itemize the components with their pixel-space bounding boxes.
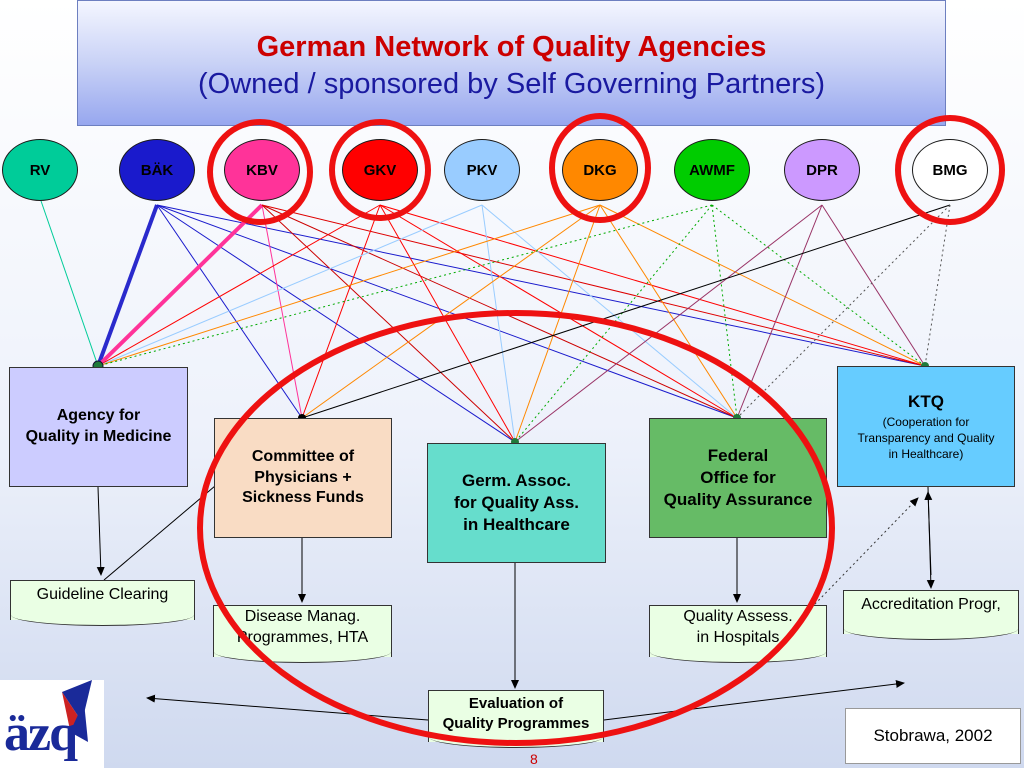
agency-committee: Committee of Physicians + Sickness Funds	[214, 418, 392, 538]
arrow-aezq-guideline	[96, 486, 105, 576]
partner-label: GKV	[363, 161, 397, 179]
link-pkv-aezq	[97, 204, 483, 367]
aezq-logo: äzq	[0, 680, 104, 768]
agency-federal: Federal Office for Quality Assurance	[649, 418, 827, 538]
agency-aezq-line1: Agency for	[56, 407, 141, 425]
partner-label: RV	[29, 161, 51, 179]
agency-germ-line1: Germ. Assoc.	[462, 470, 571, 490]
agency-committee-line2: Physicians +	[254, 468, 352, 486]
link-pkv-germ	[481, 204, 516, 443]
partner-gkv: GKV	[342, 139, 418, 201]
link-gkv-committee	[301, 204, 381, 419]
link-dkg-committee	[301, 204, 601, 419]
arrow-ktq-up	[924, 491, 933, 576]
partner-pkv: PKV	[444, 139, 520, 201]
output-guideline-clearing: Guideline Clearing	[10, 580, 195, 626]
output-evaluation-line1: Evaluation of	[468, 695, 564, 712]
link-bmg-ktq	[924, 204, 951, 367]
page-title: German Network of Quality Agencies	[256, 31, 767, 63]
agency-committee-line3: Sickness Funds	[242, 489, 364, 507]
agency-germ-line3: in Healthcare	[463, 515, 570, 535]
logo-text: äzq	[4, 705, 78, 762]
output-accreditation: Accreditation Progr,	[843, 590, 1019, 640]
link-dkg-aezq	[97, 204, 601, 367]
output-assess-line2: in Hospitals	[696, 628, 780, 646]
partner-bmg: BMG	[912, 139, 988, 201]
link-kbv-ktq	[261, 204, 926, 367]
agency-ktq-line2: Transparency and Quality	[857, 430, 995, 445]
link-gkv-aezq	[97, 204, 381, 367]
partner-rv: RV	[2, 139, 78, 201]
partner-dkg: DKG	[562, 139, 638, 201]
link-awmf-germ	[514, 204, 713, 443]
output-quality-assessment: Quality Assess. in Hospitals	[649, 605, 827, 663]
link-kbv-aezq	[96, 203, 264, 368]
agency-germ-assoc: Germ. Assoc. for Quality Ass. in Healthc…	[427, 443, 606, 563]
link-dpr-germ	[514, 204, 823, 443]
agency-federal-line3: Quality Assurance	[663, 490, 813, 510]
credit-box: Stobrawa, 2002	[845, 708, 1021, 764]
agency-committee-line1: Committee of	[251, 447, 355, 465]
output-accred-text: Accreditation Progr,	[861, 596, 1001, 613]
output-evaluation-line2: Quality Programmes	[442, 715, 590, 733]
partner-label: AWMF	[689, 161, 735, 179]
link-baek-federal	[156, 204, 738, 419]
output-assess-line1: Quality Assess.	[683, 608, 793, 625]
partner-awmf: AWMF	[674, 139, 750, 201]
link-baek-ktq	[156, 204, 926, 367]
link-gkv-ktq	[379, 204, 926, 367]
partner-baek: BÄK	[119, 139, 195, 201]
link-dpr-federal	[736, 204, 823, 419]
link-awmf-aezq	[97, 204, 713, 367]
credit-text: Stobrawa, 2002	[873, 726, 993, 745]
link-evaluation-ktq	[779, 497, 919, 641]
link-gkv-germ	[379, 204, 516, 443]
agency-ktq-line3: in Healthcare)	[888, 447, 964, 462]
link-dkg-ktq	[599, 204, 926, 367]
link-dkg-germ	[514, 204, 601, 443]
link-awmf-federal	[711, 204, 738, 419]
link-baek-aezq	[96, 204, 159, 367]
page-subtitle: (Owned / sponsored by Self Governing Par…	[197, 68, 826, 100]
output-disease-line1: Disease Manag.	[244, 608, 361, 625]
title-box: German Network of Quality Agencies (Owne…	[77, 0, 946, 126]
link-dkg-federal	[599, 204, 738, 419]
agency-federal-line1: Federal	[707, 445, 769, 465]
partner-label: PKV	[466, 161, 498, 179]
link-awmf-ktq	[711, 204, 926, 367]
output-evaluation: Evaluation of Quality Programmes	[428, 690, 604, 748]
partner-label: BMG	[932, 161, 968, 179]
agency-aezq: Agency for Quality in Medicine	[9, 367, 188, 487]
partner-label: KBV	[246, 161, 278, 179]
partner-label: DPR	[806, 161, 838, 179]
logo-graphic	[62, 680, 92, 742]
output-guideline-text: Guideline Clearing	[36, 586, 169, 603]
agency-aezq-line2: Quality in Medicine	[25, 428, 172, 445]
agency-germ-line2: for Quality Ass.	[453, 492, 579, 512]
agency-ktq-line1: (Cooperation for	[882, 414, 970, 429]
output-disease-line2: Programmes, HTA	[236, 628, 369, 646]
partner-label: BÄK	[140, 161, 174, 179]
link-dpr-ktq	[821, 204, 926, 367]
page-number: 8	[530, 751, 538, 767]
arrow-evaluation-left	[146, 694, 429, 721]
agency-ktq: KTQ (Cooperation for Transparency and Qu…	[837, 366, 1015, 487]
arrow-committee-guideline	[103, 485, 216, 581]
partner-label: DKG	[583, 161, 617, 179]
agency-federal-line2: Office for	[700, 467, 776, 487]
output-disease-management: Disease Manag. Programmes, HTA	[213, 605, 392, 663]
agency-ktq-title: KTQ	[908, 391, 944, 411]
partner-dpr: DPR	[784, 139, 860, 201]
link-rv-aezq	[39, 197, 99, 367]
partner-kbv: KBV	[224, 139, 300, 201]
